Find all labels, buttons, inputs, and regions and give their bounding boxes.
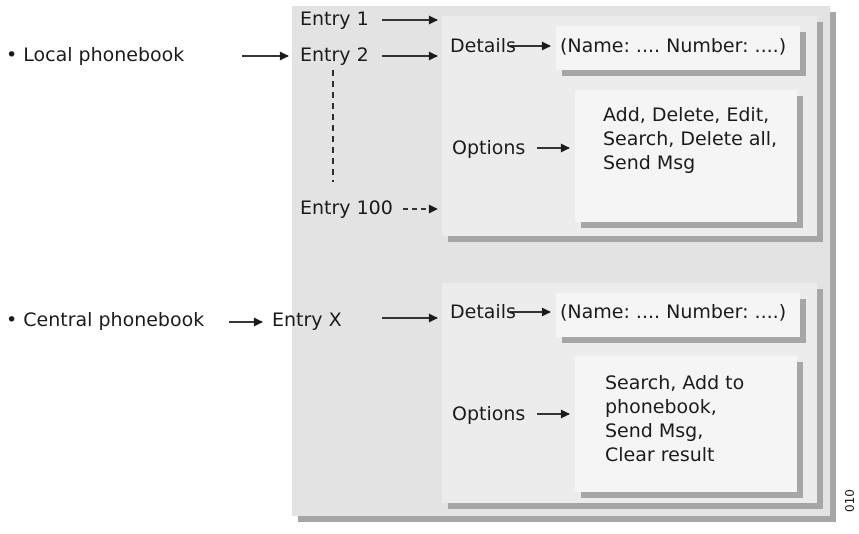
figure-code: 010: [843, 489, 857, 512]
central-option-line: Clear result: [605, 444, 715, 466]
central-options-box: [575, 356, 797, 492]
central-option-line: Search, Add to: [605, 372, 745, 394]
local-details-value: (Name: .... Number: ....): [560, 35, 787, 57]
central-details-box: [556, 293, 800, 337]
local-details-label: Details: [450, 35, 516, 57]
local-entry-100: Entry 100: [300, 197, 393, 219]
local-entry-1: Entry 1: [300, 8, 369, 30]
local-option-line: Add, Delete, Edit,: [603, 104, 770, 126]
central-phonebook-label: • Central phonebook: [6, 309, 205, 331]
central-entry-x: Entry X: [272, 309, 342, 331]
local-details-box: [556, 26, 800, 70]
local-option-line: Search, Delete all,: [603, 128, 778, 150]
central-options-list: Search, Add to phonebook, Send Msg, Clea…: [605, 371, 744, 467]
local-options-label: Options: [452, 137, 526, 159]
local-options-list: Add, Delete, Edit, Search, Delete all, S…: [603, 103, 777, 175]
central-options-label: Options: [452, 403, 526, 425]
local-entry-2: Entry 2: [300, 44, 369, 66]
local-phonebook-label: • Local phonebook: [6, 44, 185, 66]
central-details-label: Details: [450, 301, 516, 323]
local-options-box: [575, 90, 797, 222]
central-option-line: Send Msg,: [605, 420, 704, 442]
local-option-line: Send Msg: [603, 152, 696, 174]
central-details-value: (Name: .... Number: ....): [560, 301, 787, 323]
central-option-line: phonebook,: [605, 396, 717, 418]
